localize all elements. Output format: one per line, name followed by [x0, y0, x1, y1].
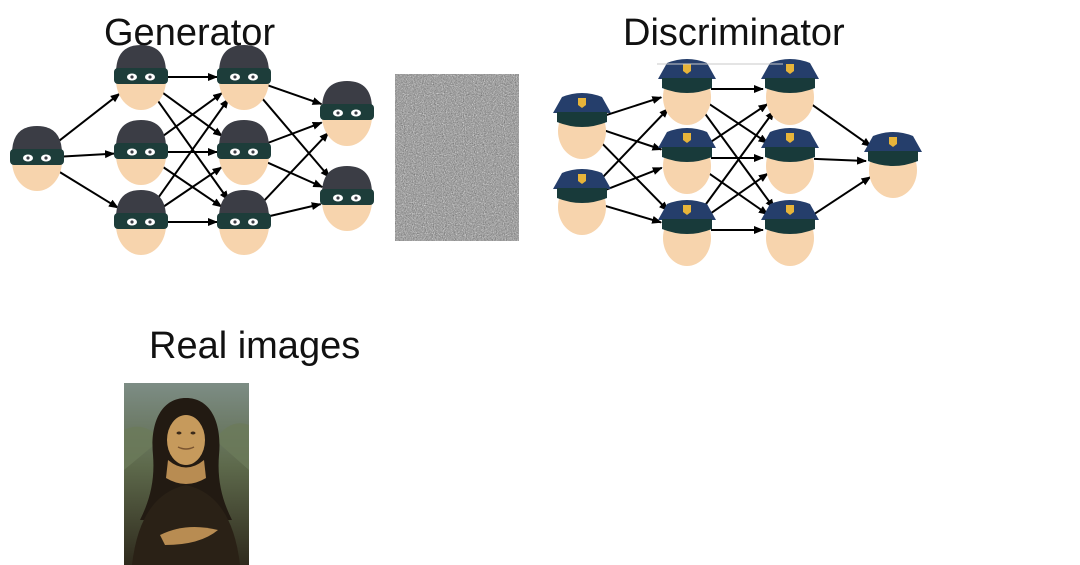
discriminator-arrow — [597, 107, 670, 183]
robber-icon — [114, 120, 168, 185]
police-icon — [761, 200, 819, 266]
generator-arrow — [159, 92, 224, 139]
generator-arrow — [60, 150, 115, 159]
generator-arrow — [258, 94, 331, 179]
discriminator-arrow — [809, 102, 872, 148]
real-images-title: Real images — [149, 325, 361, 367]
police-icon — [553, 169, 611, 235]
police-icon — [658, 59, 716, 125]
discriminator-arrow — [706, 170, 769, 216]
police-icon — [761, 128, 819, 194]
generator-arrow — [266, 121, 323, 145]
police-icon — [658, 200, 716, 266]
discriminator-arrow — [700, 109, 775, 212]
discriminator-arrow — [604, 204, 663, 224]
robber-icon — [10, 126, 64, 191]
mona-lisa-painting — [124, 383, 249, 565]
generator-arrow — [55, 92, 121, 145]
generator-arrow — [159, 90, 224, 137]
generator-arrow — [160, 164, 223, 208]
robber-icon — [217, 45, 271, 110]
discriminator-arrow — [809, 176, 872, 218]
connection-arrows — [55, 73, 872, 234]
robber-icon — [320, 81, 374, 146]
police-icon — [761, 59, 819, 125]
discriminator-arrow — [706, 172, 769, 218]
generator-arrow — [265, 160, 324, 188]
generator-arrow — [160, 166, 223, 210]
discriminator-arrow — [604, 96, 663, 117]
generator-arrow — [154, 98, 230, 203]
discriminator-arrow — [598, 139, 669, 212]
discriminator-arrow — [813, 156, 867, 165]
robber-icon — [217, 120, 271, 185]
robber-icon — [114, 45, 168, 110]
police-icon — [553, 93, 611, 159]
generator-arrow — [267, 202, 322, 218]
robber-icon — [320, 166, 374, 231]
robber-icon — [217, 190, 271, 255]
discriminator-arrow — [604, 129, 663, 151]
robber-icon — [114, 190, 168, 255]
discriminator-title: Discriminator — [623, 12, 845, 54]
police-icon — [864, 132, 922, 198]
noise-image — [395, 74, 519, 241]
generator-arrow — [266, 83, 323, 106]
network-nodes — [10, 45, 922, 266]
generator-arrow — [154, 96, 230, 201]
discriminator-arrow — [604, 166, 663, 192]
discriminator-arrow — [706, 101, 769, 144]
generator-arrow — [259, 131, 330, 206]
generator-arrow — [56, 169, 119, 209]
discriminator-arrow — [706, 103, 769, 146]
police-icon — [658, 128, 716, 194]
